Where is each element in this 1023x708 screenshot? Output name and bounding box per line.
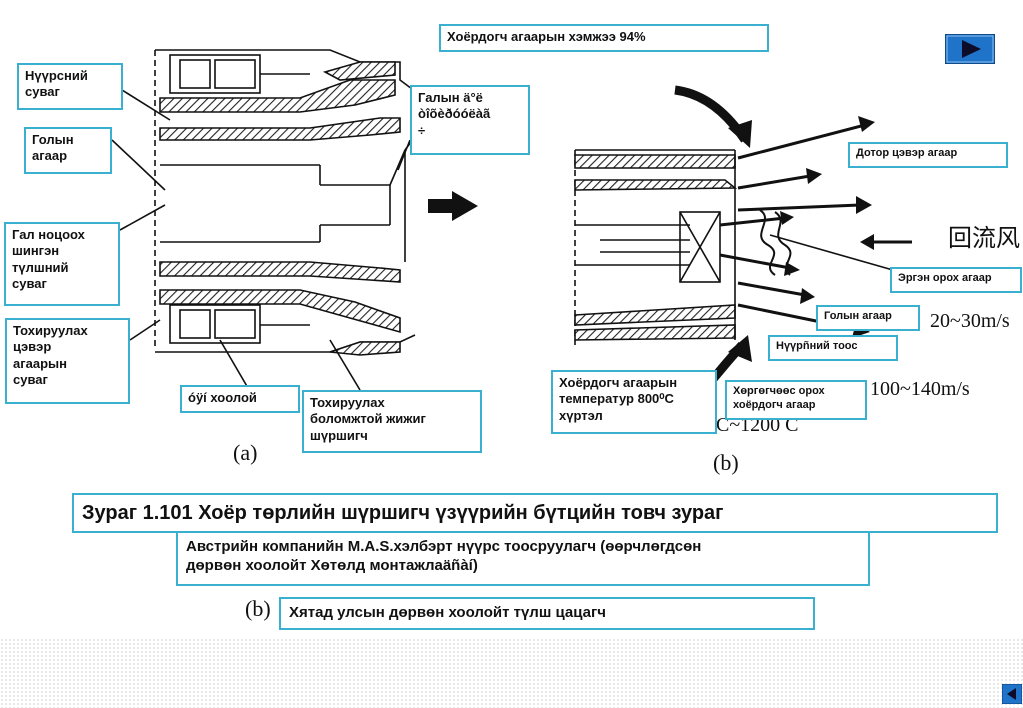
caption-china: Хятад улсын дөрвөн хоолойт түлш цацагч: [279, 597, 815, 630]
coal-dust-label: Нүүрñний тоос: [768, 335, 898, 361]
speed-label-2: 100~140m/s: [870, 378, 970, 400]
outer-secondary-air-label: Хөргөгчөөс орох хоёрдогч агаар: [725, 380, 867, 420]
fig-b-lower-label: (b): [245, 596, 271, 621]
return-air-label: Эргэн орох агаар: [890, 267, 1022, 293]
next-slide-button[interactable]: [945, 34, 995, 64]
fig-b-label: (b): [713, 450, 739, 475]
backflow-cn-label: 回流风: [948, 226, 1020, 252]
speed-label-1: 20~30m/s: [930, 310, 1010, 332]
fig-a-label: (a): [233, 440, 258, 465]
adjust-air-label: Тохируулах цэвэр агаарын суваг: [5, 318, 130, 404]
flame-pipe-label: Гал ноцоох шингэн түлшний суваг: [4, 222, 120, 306]
play-right-icon: [945, 34, 995, 64]
oil-pipe-label: óÿí хоолой: [180, 385, 300, 413]
dotted-background: [0, 638, 1023, 708]
secondary-air-temp-label: Хоёрдогч агаарын температур 800⁰С хүртэл: [551, 370, 717, 434]
flame-stabilizer-label: Галын ä°ё òîõèðóóëàã ÷: [410, 85, 530, 155]
prev-slide-button[interactable]: [1002, 684, 1022, 704]
adjust-nozzle-label: Тохируулах боломжтой жижиг шүршигч: [302, 390, 482, 453]
figure-caption-title: Зураг 1.101 Хоёр төрлийн шүршигч үзүүрий…: [72, 493, 998, 533]
coal-channel-label: Нүүрсний суваг: [17, 63, 123, 110]
play-left-icon: [1002, 684, 1022, 704]
center-air-label: Голын агаар: [24, 127, 112, 174]
caption-austria: Австрийн компанийн M.A.S.хэлбэрт нүүрс т…: [176, 531, 870, 586]
inner-clean-air-label: Дотор цэвэр агаар: [848, 142, 1008, 168]
header-secondary-air-label: Хоёрдогч агаарын хэмжээ 94%: [439, 24, 769, 52]
center-air-b-label: Голын агаар: [816, 305, 920, 331]
